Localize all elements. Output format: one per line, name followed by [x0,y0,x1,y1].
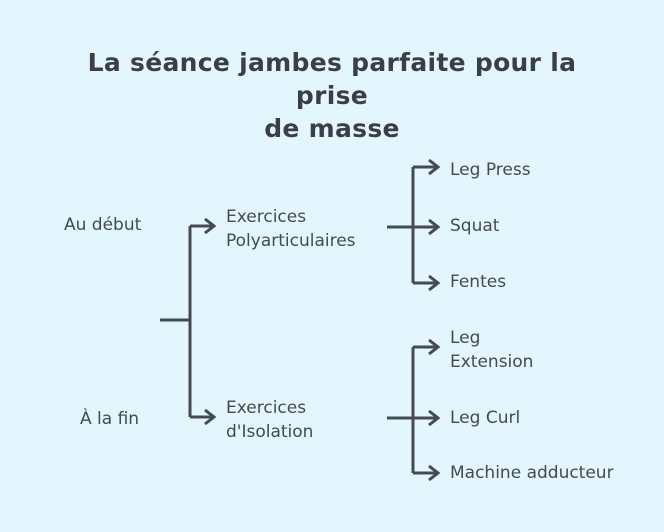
branch-0-to-leaf-2-arrowhead [428,274,441,292]
root-to-branch-1-arrowhead [204,408,217,426]
stage-label-au-debut: Au début [64,215,142,235]
leaf-label-leg-press: Leg Press [450,160,531,180]
root-to-branch-0-arrowhead [204,217,217,235]
leaf-label-leg-curl: Leg Curl [450,408,521,428]
leaf-label-fentes: Fentes [450,272,507,292]
branch-label-exercices-polyarticulaires: Exercices Polyarticulaires [226,207,356,251]
branch-0-to-leaf-0-arrowhead [428,158,441,176]
leaf-label-leg-extension: Leg Extension [450,328,534,372]
leaf-label-squat: Squat [450,216,500,236]
branch-1-to-leaf-1-arrowhead [428,409,441,427]
branch-1-to-leaf-2-arrowhead [428,464,441,482]
stage-label-a-la-fin: À la fin [80,409,140,429]
branch-1-to-leaf-0-arrowhead [428,338,441,356]
branch-label-exercices-disolation: Exercices d'Isolation [226,398,314,442]
page-title: La séance jambes parfaite pour la prise … [87,48,577,143]
branch-0-to-leaf-1-arrowhead [428,218,441,236]
leaf-label-machine-adducteur: Machine adducteur [450,463,614,483]
